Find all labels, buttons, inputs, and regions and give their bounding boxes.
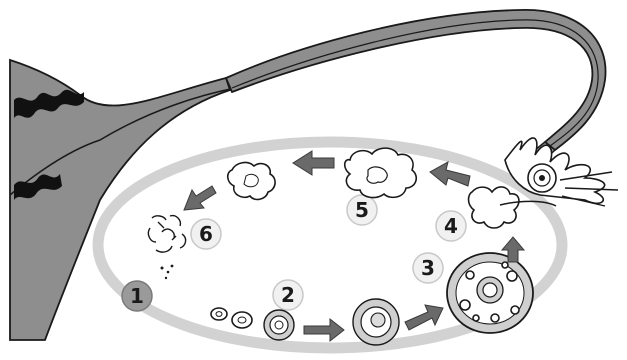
- arrow-to-graafian: [405, 305, 443, 330]
- svg-text:5: 5: [355, 198, 369, 222]
- corpus-luteum: [345, 148, 417, 197]
- stage-5-label: 5: [347, 195, 377, 225]
- svg-text:1: 1: [130, 284, 144, 308]
- released-ovum: [528, 164, 556, 192]
- stage-6-label: 6: [191, 219, 221, 249]
- arrow-to-secondary: [304, 319, 344, 341]
- secondary-follicle: [353, 299, 399, 345]
- fragments: [161, 265, 174, 280]
- arrow-to-regressing: [293, 151, 334, 175]
- svg-text:4: 4: [444, 214, 458, 238]
- tube-arch: [226, 10, 606, 150]
- svg-text:6: 6: [199, 222, 213, 246]
- stage-2-label: 2: [273, 280, 303, 310]
- primary-follicle: [264, 310, 294, 340]
- regressing-corpus-luteum: [228, 163, 275, 200]
- stage-4-label: 4: [436, 211, 466, 241]
- stage-3-label: 3: [413, 253, 443, 283]
- corpus-albicans: [148, 216, 185, 252]
- arrow-to-corpus-albicans: [184, 186, 216, 210]
- primordial-follicles: [211, 308, 252, 328]
- stage-1-label: 1: [122, 281, 152, 311]
- svg-text:2: 2: [281, 283, 295, 307]
- svg-text:3: 3: [421, 256, 435, 280]
- fimbriae: [505, 138, 618, 206]
- graafian-follicle: [447, 253, 533, 333]
